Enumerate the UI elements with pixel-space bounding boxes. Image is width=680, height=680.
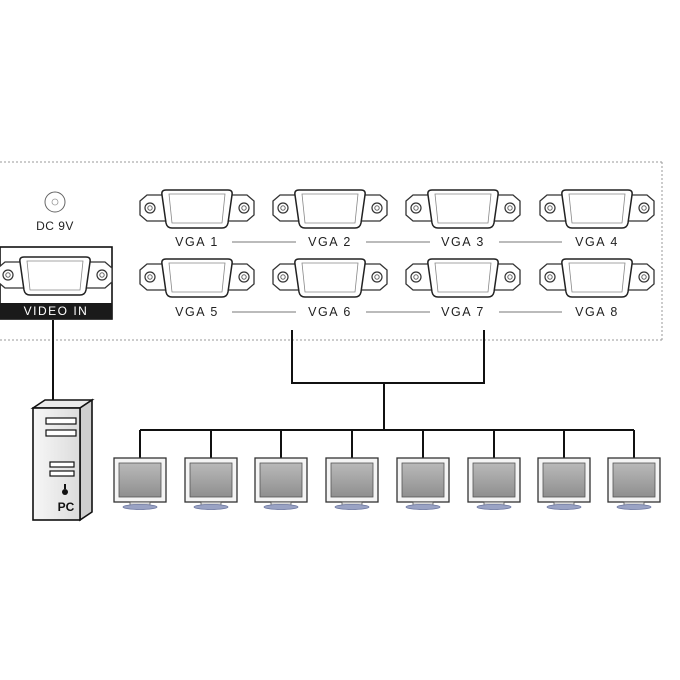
dc-power-jack (44, 191, 66, 213)
vga-3-label: VGA 3 (441, 235, 485, 249)
monitor-4 (325, 457, 379, 510)
monitor-8 (607, 457, 661, 510)
video-in-label: VIDEO IN (24, 304, 89, 318)
video-in-vga-connector (0, 256, 113, 296)
vga-7-label: VGA 7 (441, 305, 485, 319)
monitor-3 (254, 457, 308, 510)
vga-1-label: VGA 1 (175, 235, 219, 249)
vga-2-connector (272, 189, 388, 229)
output-cabling (139, 330, 635, 458)
monitor-row (113, 457, 661, 510)
vga-2-label: VGA 2 (308, 235, 352, 249)
port-label-connectors (232, 241, 562, 313)
monitor-6 (467, 457, 521, 510)
monitor-1 (113, 457, 167, 510)
splitter-panel (0, 161, 663, 341)
vga-8-connector (539, 258, 655, 298)
vga-6-label: VGA 6 (308, 305, 352, 319)
vga-6-connector (272, 258, 388, 298)
monitor-2 (184, 457, 238, 510)
vga-5-connector (139, 258, 255, 298)
vga-8-label: VGA 8 (575, 305, 619, 319)
video-in-vga-connector (0, 256, 113, 296)
dc-power-label: DC 9V (36, 219, 74, 233)
vga-7-connector (405, 258, 521, 298)
vga-3-connector (405, 189, 521, 229)
power-button-icon (62, 484, 68, 495)
vga-1-connector (139, 189, 255, 229)
monitor-5 (396, 457, 450, 510)
vga-output-ports (139, 189, 655, 298)
vga-5-label: VGA 5 (175, 305, 219, 319)
pc-label: PC (58, 500, 75, 514)
pc-tower (30, 398, 95, 522)
vga-4-label: VGA 4 (575, 235, 619, 249)
vga-4-connector (539, 189, 655, 229)
monitor-7 (537, 457, 591, 510)
